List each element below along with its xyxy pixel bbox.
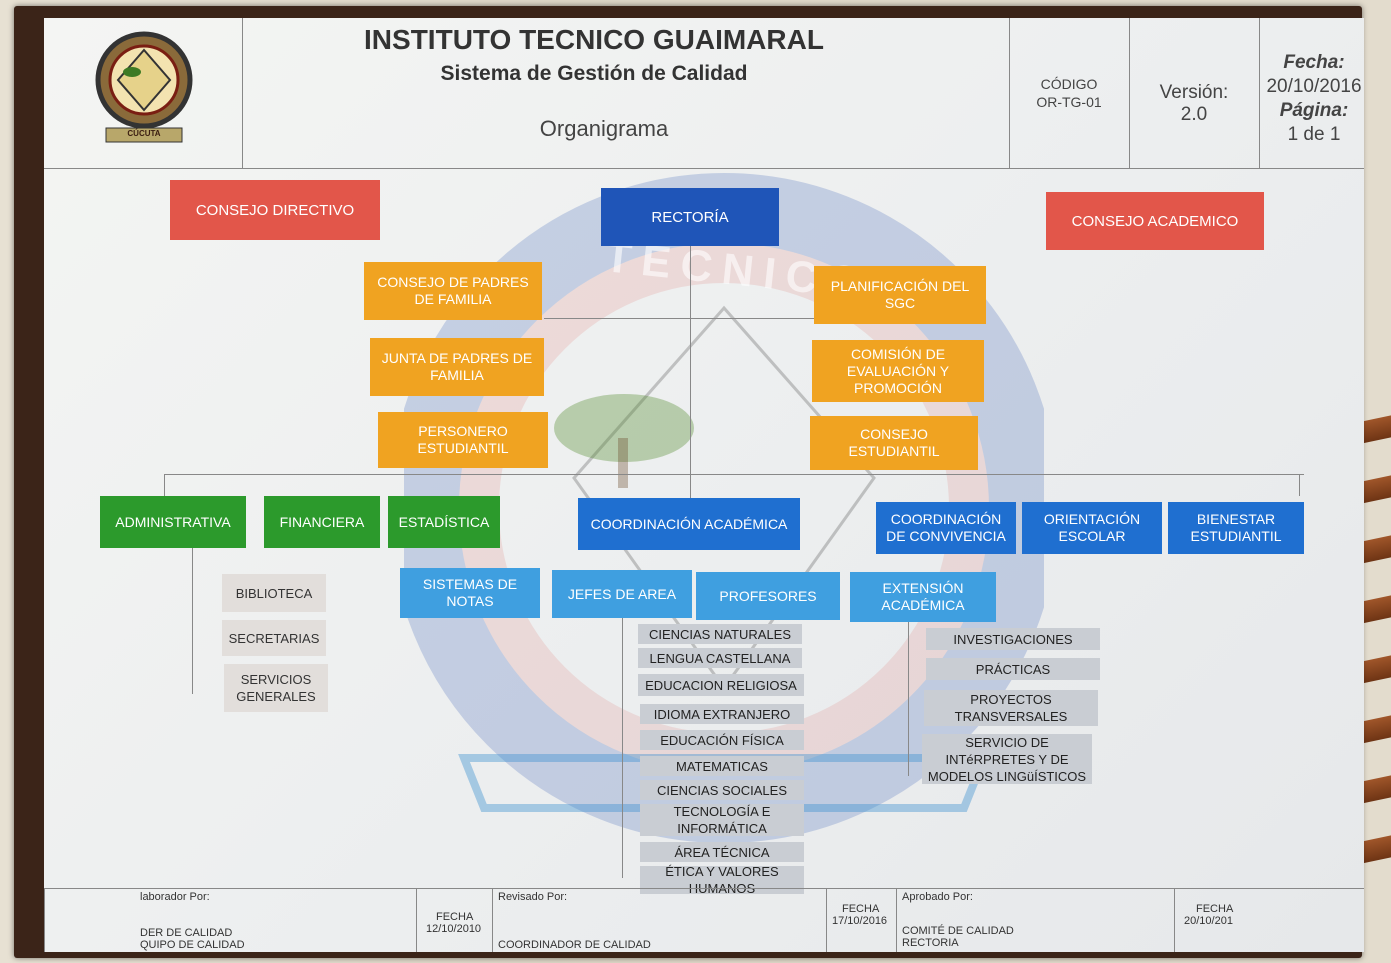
document-title: Organigrama [539,116,669,141]
connector-line [622,606,623,878]
extension-item: SERVICIO DE INTéRPRETES Y DE MODELOS LIN… [922,734,1092,784]
elaborado-line-1: DER DE CALIDAD [140,927,233,939]
aprobado-line-1: COMITÉ DE CALIDAD [902,925,1014,937]
area-item: LENGUA CASTELLANA [638,648,802,668]
jefes-area-box: JEFES DE AREA [552,570,692,618]
profesores-box: PROFESORES [696,572,840,620]
header-divider [1259,18,1260,168]
area-item: TECNOLOGÍA E INFORMÁTICA [640,804,804,836]
date-value: 20/10/2016 [1266,76,1362,97]
revisado-label: Revisado Por: [498,891,568,903]
aprobado-label: Aprobado Por: [902,891,973,903]
extension-item: PROYECTOS TRANSVERSALES [924,690,1098,726]
personero-box: PERSONERO ESTUDIANTIL [378,412,548,468]
bienestar-estudiantil-box: BIENESTAR ESTUDIANTIL [1168,502,1304,554]
code-value: OR-TG-01 [1036,94,1102,110]
picture-frame: TÉCNICO CÚCUTA INSTITUTO TECNICO GUAIMAR… [14,6,1364,958]
fecha-label-1: FECHA [436,911,474,923]
aprobado-line-2: RECTORIA [902,937,959,949]
area-item: IDIOMA EXTRANJERO [640,704,804,724]
rectoria-box: RECTORÍA [601,188,779,246]
consejo-padres-box: CONSEJO DE PADRES DE FAMILIA [364,262,542,320]
footer-divider [44,889,45,952]
biblioteca-box: BIBLIOTECA [222,574,326,612]
secretarias-box: SECRETARIAS [222,620,326,656]
area-item: MATEMATICAS [640,756,804,776]
fecha-value-2: 17/10/2016 [832,915,888,927]
school-logo [95,31,193,143]
comision-evaluacion-box: COMISIÓN DE EVALUACIÓN Y PROMOCIÓN [812,340,984,402]
header-divider [1129,18,1130,168]
financiera-box: FINANCIERA [264,496,380,548]
coordinacion-academica-box: COORDINACIÓN ACADÉMICA [578,498,800,550]
org-chart-sheet: TÉCNICO CÚCUTA INSTITUTO TECNICO GUAIMAR… [44,18,1364,952]
footer-divider [492,889,493,952]
version-value: 2.0 [1180,104,1208,125]
footer-divider [826,889,827,952]
estadistica-box: ESTADÍSTICA [388,496,500,548]
servicios-generales-box: SERVICIOS GENERALES [224,664,328,712]
elaborado-label: laborador Por: [140,891,210,903]
header-divider [242,18,243,168]
connector-line [164,474,165,496]
footer-divider [416,889,417,952]
area-item: CIENCIAS SOCIALES [640,780,804,800]
connector-line [1299,474,1300,496]
area-item: EDUCACION RELIGIOSA [638,674,804,696]
junta-padres-box: JUNTA DE PADRES DE FAMILIA [370,338,544,396]
extension-item: PRÁCTICAS [926,658,1100,680]
fecha-label-2: FECHA [842,903,880,915]
connector-line [690,246,691,502]
fecha-label-3: FECHA [1196,903,1234,915]
consejo-directivo-box: CONSEJO DIRECTIVO [170,180,380,240]
version-label: Versión: [1159,82,1229,103]
orientacion-escolar-box: ORIENTACIÓN ESCOLAR [1022,502,1162,554]
footer-divider [1174,889,1175,952]
consejo-academico-box: CONSEJO ACADEMICO [1046,192,1264,250]
system-subtitle: Sistema de Gestión de Calidad [440,62,748,85]
page-value: 1 de 1 [1287,124,1341,145]
fecha-value-1: 12/10/2010 [426,923,482,935]
area-item: ÁREA TÉCNICA [640,842,804,862]
extension-item: INVESTIGACIONES [926,628,1100,650]
area-item: EDUCACIÓN FÍSICA [640,730,804,750]
elaborado-line-2: QUIPO DE CALIDAD [140,939,245,951]
revisado-value: COORDINADOR DE CALIDAD [498,939,651,951]
code-label: CÓDIGO [1040,76,1098,92]
footer-divider [896,889,897,952]
connector-line [908,606,909,776]
header-divider [1009,18,1010,168]
area-item: ÉTICA Y VALORES HUMANOS [640,864,804,896]
administrativa-box: ADMINISTRATIVA [100,496,246,548]
extension-academica-box: EXTENSIÓN ACADÉMICA [850,572,996,622]
header-table: CÚCUTA INSTITUTO TECNICO GUAIMARAL Siste… [44,18,1364,169]
area-item: CIENCIAS NATURALES [638,624,802,644]
connector-line [192,548,193,694]
date-label: Fecha: [1283,52,1345,73]
consejo-estudiantil-box: CONSEJO ESTUDIANTIL [810,416,978,470]
connector-line [544,318,814,319]
footer-table: laborador Por: DER DE CALIDAD QUIPO DE C… [44,888,1364,952]
connector-line [164,474,1304,475]
coordinacion-convivencia-box: COORDINACIÓN DE CONVIVENCIA [876,502,1016,554]
logo-ribbon-text: CÚCUTA [127,129,161,138]
sistemas-notas-box: SISTEMAS DE NOTAS [400,568,540,618]
page-label: Página: [1279,100,1349,121]
institution-title: INSTITUTO TECNICO GUAIMARAL [364,24,824,55]
planificacion-sgc-box: PLANIFICACIÓN DEL SGC [814,266,986,324]
fecha-value-3: 20/10/201 [1184,915,1233,927]
